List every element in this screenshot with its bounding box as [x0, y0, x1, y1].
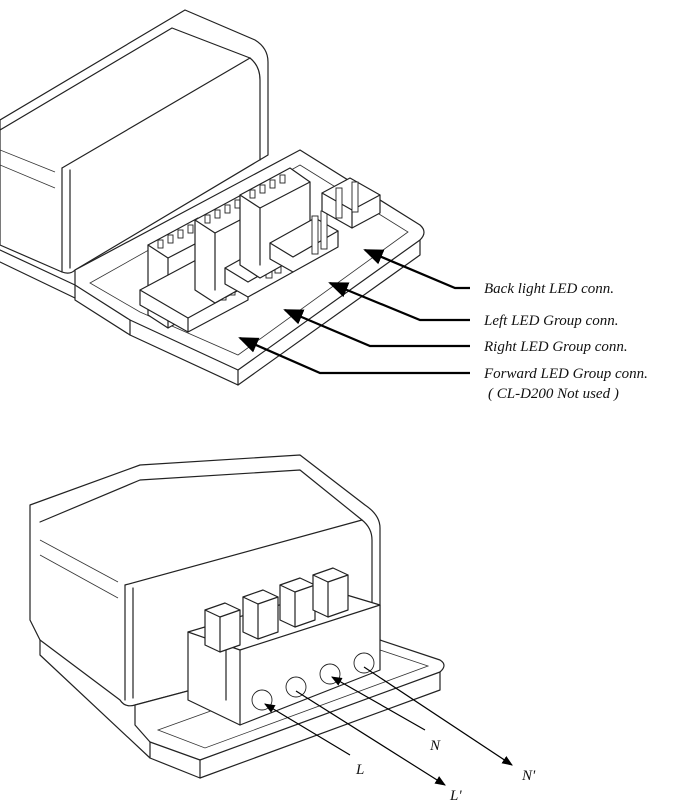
- label-forward-group: Forward LED Group conn.: [483, 366, 648, 382]
- leader-l-prime: [295, 690, 446, 786]
- leader-left-group: [328, 281, 470, 322]
- label-right-group: Right LED Group conn.: [483, 339, 628, 355]
- leader-right-group: [283, 308, 470, 348]
- leader-n: [331, 676, 426, 731]
- label-forward-note: ( CL-D200 Not used ): [488, 386, 619, 402]
- label-n: N: [429, 738, 441, 754]
- left-led-connector: [239, 167, 339, 279]
- terminal-block: [187, 567, 381, 726]
- leader-n-prime: [363, 666, 513, 766]
- back-light-connector: [321, 177, 381, 229]
- leader-back-light: [363, 248, 470, 290]
- label-n-prime: N': [521, 768, 536, 784]
- top-enclosure: [0, 9, 470, 386]
- label-l: L: [355, 762, 364, 778]
- label-back-light: Back light LED conn.: [484, 281, 614, 297]
- bottom-enclosure: [29, 454, 513, 786]
- label-left-group: Left LED Group conn.: [483, 313, 618, 329]
- leader-forward-group: [238, 336, 470, 375]
- leader-l: [264, 703, 351, 756]
- label-l-prime: L': [449, 788, 462, 804]
